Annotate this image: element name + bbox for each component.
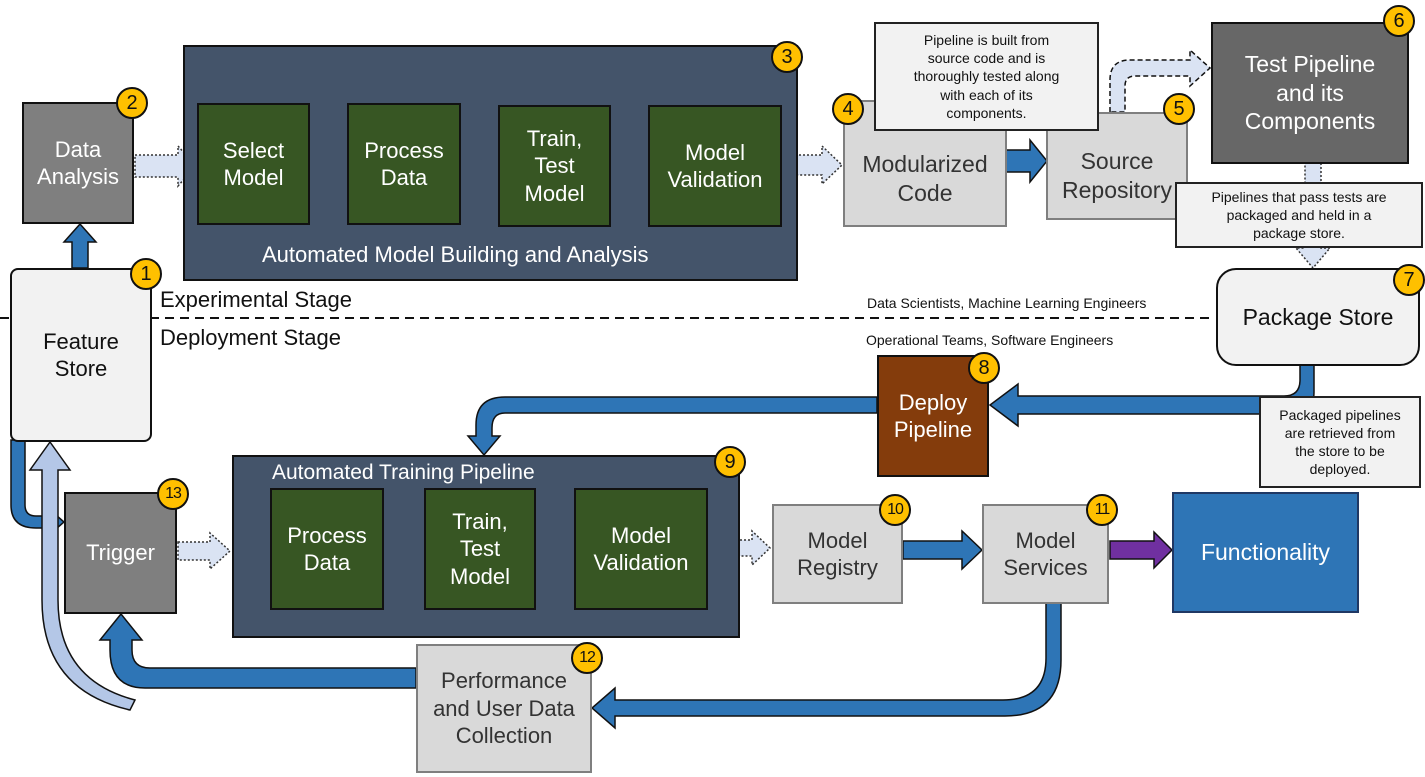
step-model-validation-label: Model Validation: [667, 139, 763, 193]
arrow-repo-to-test: [1109, 48, 1212, 113]
deployment-roles-label: Operational Teams, Software Engineers: [866, 332, 1114, 348]
train-step-model-validation-label: Model Validation: [593, 522, 689, 576]
arrow-loop-to-feature: [28, 440, 137, 711]
arrow-code-to-repo: [1005, 137, 1048, 185]
data-analysis-label: Data Analysis: [37, 136, 119, 190]
model-services-node[interactable]: Model Services: [982, 504, 1109, 604]
step-train-test-model-label: Train, Test Model: [524, 125, 585, 206]
arrow-trigger-to-training: [177, 531, 232, 571]
badge-3: 3: [771, 41, 803, 73]
feature-store-node[interactable]: Feature Store: [10, 268, 152, 442]
step-select-model-label: Select Model: [222, 137, 285, 191]
arrow-services-to-functionality: [1109, 530, 1174, 570]
note-pipeline-built-text: Pipeline is built from source code and i…: [913, 32, 1060, 121]
badge-4: 4: [832, 93, 864, 125]
note-packaged-retrieved: Packaged pipelines are retrieved from th…: [1259, 396, 1421, 488]
automated-model-building-title: Automated Model Building and Analysis: [262, 242, 649, 267]
badge-11: 11: [1086, 494, 1118, 526]
train-step-model-validation[interactable]: Model Validation: [574, 488, 708, 610]
badge-1: 1: [130, 258, 162, 290]
trigger-label: Trigger: [86, 540, 155, 566]
package-store-node[interactable]: Package Store: [1216, 268, 1420, 366]
source-repository-label: Source Repository: [1062, 148, 1172, 203]
test-pipeline-node[interactable]: Test Pipeline and its Components: [1211, 22, 1409, 164]
badge-2: 2: [116, 87, 148, 119]
model-registry-label: Model Registry: [797, 527, 878, 581]
deploy-pipeline-label: Deploy Pipeline: [893, 389, 973, 443]
arrow-registry-to-services: [902, 529, 984, 571]
arrow-feature-to-analysis: [62, 222, 98, 269]
train-step-train-test-model[interactable]: Train, Test Model: [424, 488, 536, 610]
experimental-stage-label: Experimental Stage: [160, 287, 352, 312]
arrow-performance-to-trigger: [98, 612, 417, 689]
performance-collection-node[interactable]: Performance and User Data Collection: [416, 644, 592, 773]
automated-training-pipeline-title: Automated Training Pipeline: [272, 461, 535, 484]
package-store-label: Package Store: [1242, 303, 1394, 330]
data-analysis-node[interactable]: Data Analysis: [22, 102, 134, 224]
badge-10: 10: [879, 494, 911, 526]
badge-7: 7: [1393, 264, 1425, 296]
step-model-validation[interactable]: Model Validation: [648, 105, 782, 227]
step-select-model[interactable]: Select Model: [197, 103, 310, 225]
model-services-label: Model Services: [1003, 527, 1088, 581]
arrow-deploy-to-training: [466, 396, 878, 457]
note-pipelines-pass-text: Pipelines that pass tests are packaged a…: [1211, 188, 1387, 242]
train-step-train-test-model-label: Train, Test Model: [450, 508, 510, 589]
trigger-node[interactable]: Trigger: [64, 492, 177, 614]
note-packaged-retrieved-text: Packaged pipelines are retrieved from th…: [1279, 406, 1401, 478]
functionality-node[interactable]: Functionality: [1172, 492, 1359, 613]
step-process-data-label: Process Data: [364, 137, 444, 191]
step-process-data[interactable]: Process Data: [347, 103, 461, 225]
arrow-services-to-performance: [590, 602, 1062, 730]
performance-collection-label: Performance and User Data Collection: [433, 668, 575, 749]
feature-store-label: Feature Store: [43, 328, 119, 382]
functionality-label: Functionality: [1200, 539, 1331, 566]
step-train-test-model[interactable]: Train, Test Model: [498, 105, 611, 227]
badge-8: 8: [968, 352, 1000, 384]
badge-9: 9: [714, 446, 746, 478]
deployment-stage-label: Deployment Stage: [160, 325, 341, 350]
badge-6: 6: [1383, 5, 1415, 37]
experimental-roles-label: Data Scientists, Machine Learning Engine…: [867, 295, 1147, 311]
note-pipeline-built: Pipeline is built from source code and i…: [874, 22, 1099, 131]
model-registry-node[interactable]: Model Registry: [772, 504, 903, 604]
train-step-process-data-label: Process Data: [287, 522, 367, 576]
badge-5: 5: [1163, 93, 1195, 125]
test-pipeline-label: Test Pipeline and its Components: [1244, 50, 1376, 135]
note-pipelines-pass: Pipelines that pass tests are packaged a…: [1175, 182, 1423, 248]
badge-13: 13: [157, 478, 189, 510]
train-step-process-data[interactable]: Process Data: [270, 488, 384, 610]
badge-12: 12: [571, 642, 603, 674]
modularized-code-label: Modularized Code: [862, 150, 988, 206]
